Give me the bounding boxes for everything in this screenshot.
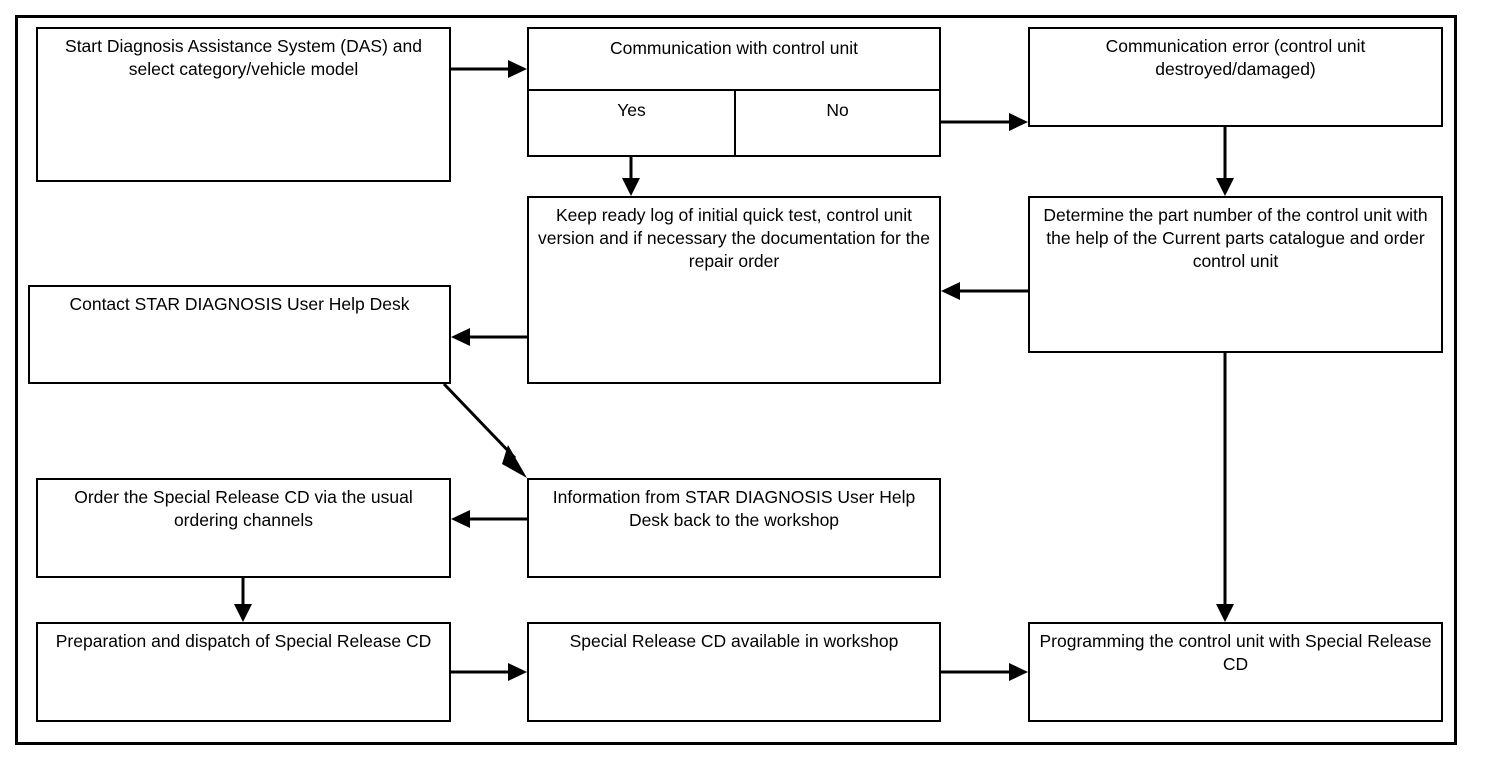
node-information-back-to-workshop[interactable]: Information from STAR DIAGNOSIS User Hel… xyxy=(527,478,941,578)
node-communication-error-label: Communication error (control unit destro… xyxy=(1105,36,1366,79)
decision-option-no[interactable]: No xyxy=(734,91,939,155)
node-order-special-release-cd[interactable]: Order the Special Release CD via the usu… xyxy=(36,478,451,578)
node-information-back-to-workshop-label: Information from STAR DIAGNOSIS User Hel… xyxy=(552,487,916,530)
node-keep-ready-log-label: Keep ready log of initial quick test, co… xyxy=(537,205,931,271)
node-preparation-and-dispatch[interactable]: Preparation and dispatch of Special Rele… xyxy=(36,622,451,722)
decision-option-yes-label: Yes xyxy=(617,100,646,120)
node-communication-error[interactable]: Communication error (control unit destro… xyxy=(1028,27,1443,127)
node-start-diagnosis-label: Start Diagnosis Assistance System (DAS) … xyxy=(65,36,422,79)
node-determine-part-number-label: Determine the part number of the control… xyxy=(1043,205,1428,271)
decision-options: Yes No xyxy=(529,91,939,155)
node-cd-available-in-workshop[interactable]: Special Release CD available in workshop xyxy=(527,622,941,722)
node-keep-ready-log[interactable]: Keep ready log of initial quick test, co… xyxy=(527,196,941,384)
diagram-outer-frame xyxy=(15,15,1457,745)
node-start-diagnosis[interactable]: Start Diagnosis Assistance System (DAS) … xyxy=(36,27,451,182)
decision-question: Communication with control unit xyxy=(529,29,939,91)
node-communication-with-control-unit[interactable]: Communication with control unit Yes No xyxy=(527,27,941,157)
node-contact-help-desk-label: Contact STAR DIAGNOSIS User Help Desk xyxy=(69,294,410,314)
node-preparation-and-dispatch-label: Preparation and dispatch of Special Rele… xyxy=(55,631,432,651)
node-contact-star-diagnosis-user-help-desk[interactable]: Contact STAR DIAGNOSIS User Help Desk xyxy=(28,285,451,384)
decision-question-label: Communication with control unit xyxy=(609,38,859,58)
node-programming-control-unit[interactable]: Programming the control unit with Specia… xyxy=(1028,622,1443,722)
node-order-special-release-cd-label: Order the Special Release CD via the usu… xyxy=(74,487,413,530)
node-cd-available-in-workshop-label: Special Release CD available in workshop xyxy=(569,631,899,651)
decision-option-no-label: No xyxy=(826,100,849,120)
node-programming-control-unit-label: Programming the control unit with Specia… xyxy=(1039,631,1432,674)
decision-option-yes[interactable]: Yes xyxy=(529,91,734,155)
node-determine-part-number[interactable]: Determine the part number of the control… xyxy=(1028,196,1443,353)
